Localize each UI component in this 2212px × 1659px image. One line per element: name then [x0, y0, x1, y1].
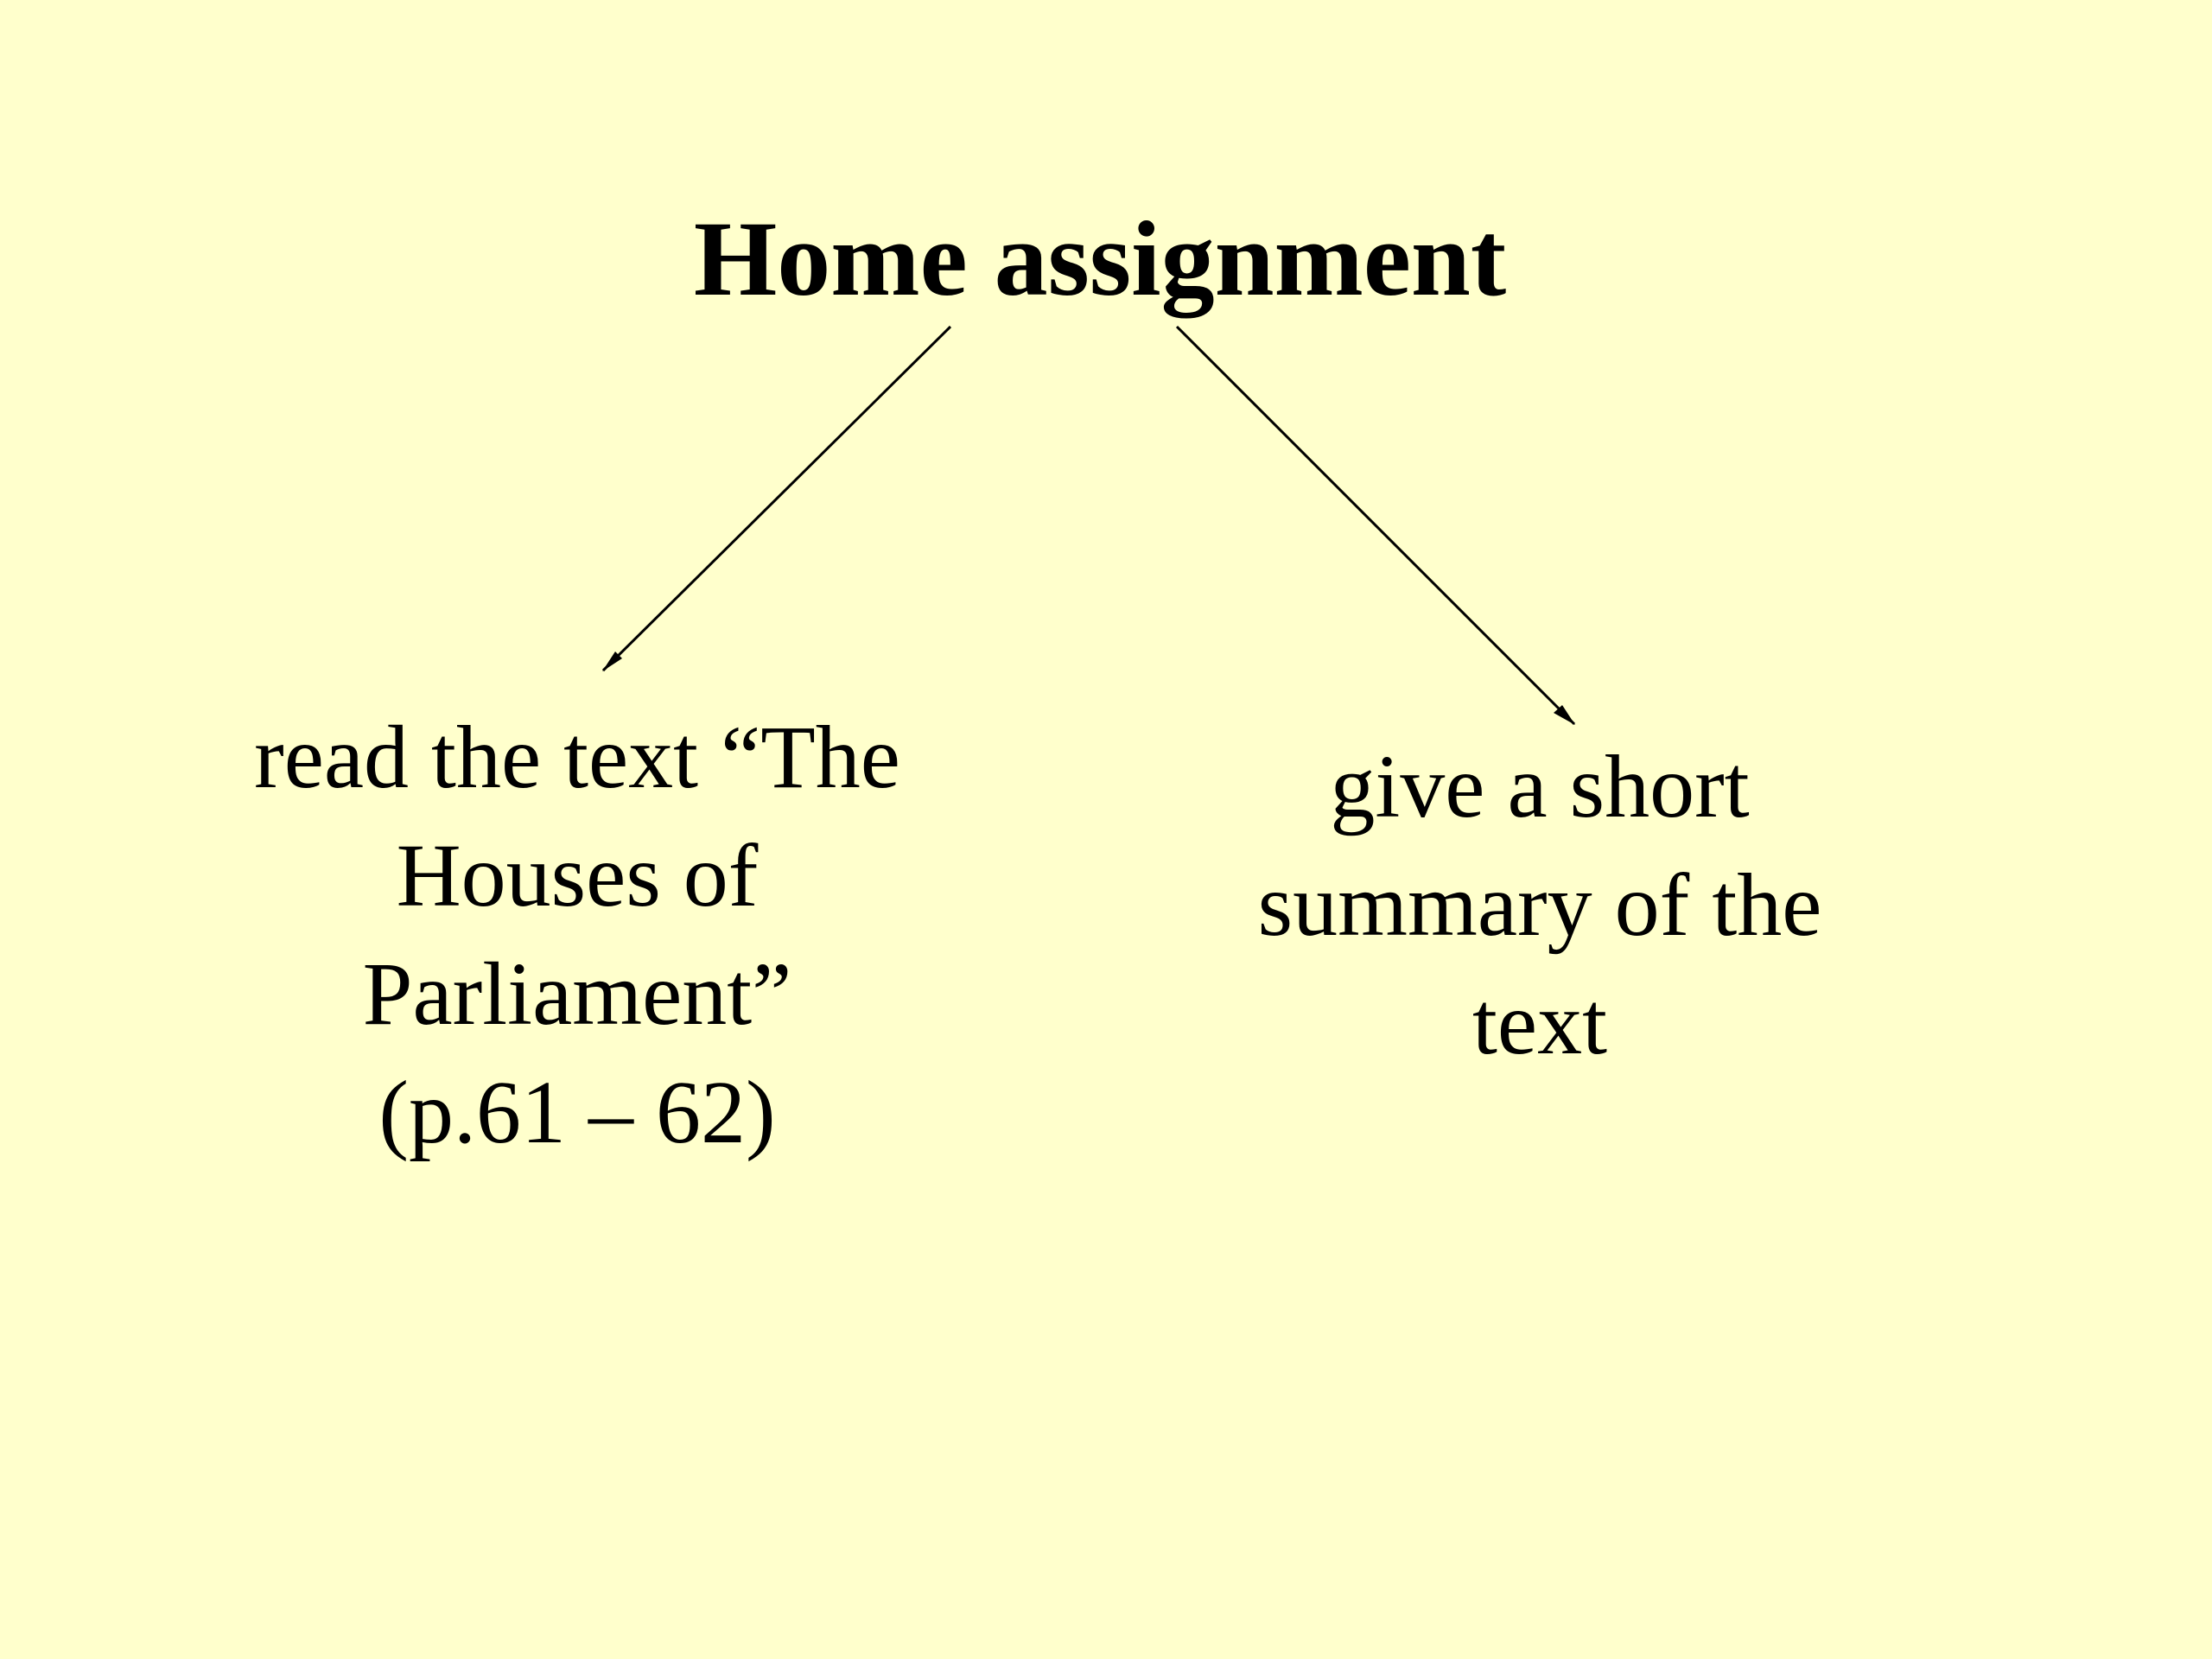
- right-node-line: text: [1472, 974, 1607, 1073]
- left-node-line: (p.61 – 62): [378, 1063, 776, 1162]
- right-node-line: summary of the: [1257, 855, 1822, 955]
- left-node-line: read the text “The: [254, 708, 900, 807]
- right-node-line: give a short: [1330, 737, 1750, 836]
- slide-title-text: Home assignment: [693, 200, 1507, 318]
- left-node-text: read the text “The Houses of Parliament”…: [145, 698, 1009, 1172]
- arrow-line-right: [1175, 325, 1576, 726]
- arrow-icon: [1554, 705, 1575, 725]
- arrow-to-right-node: [1175, 325, 1576, 726]
- left-node-line: Houses of: [396, 826, 759, 925]
- slide-title: Home assignment: [0, 194, 2212, 324]
- arrow-to-left-node: [601, 325, 952, 672]
- arrow-line-left: [601, 325, 952, 672]
- right-node-text: give a short summary of the text: [1108, 728, 1972, 1083]
- arrow-icon: [602, 652, 622, 671]
- left-node-line: Parliament”: [362, 944, 792, 1044]
